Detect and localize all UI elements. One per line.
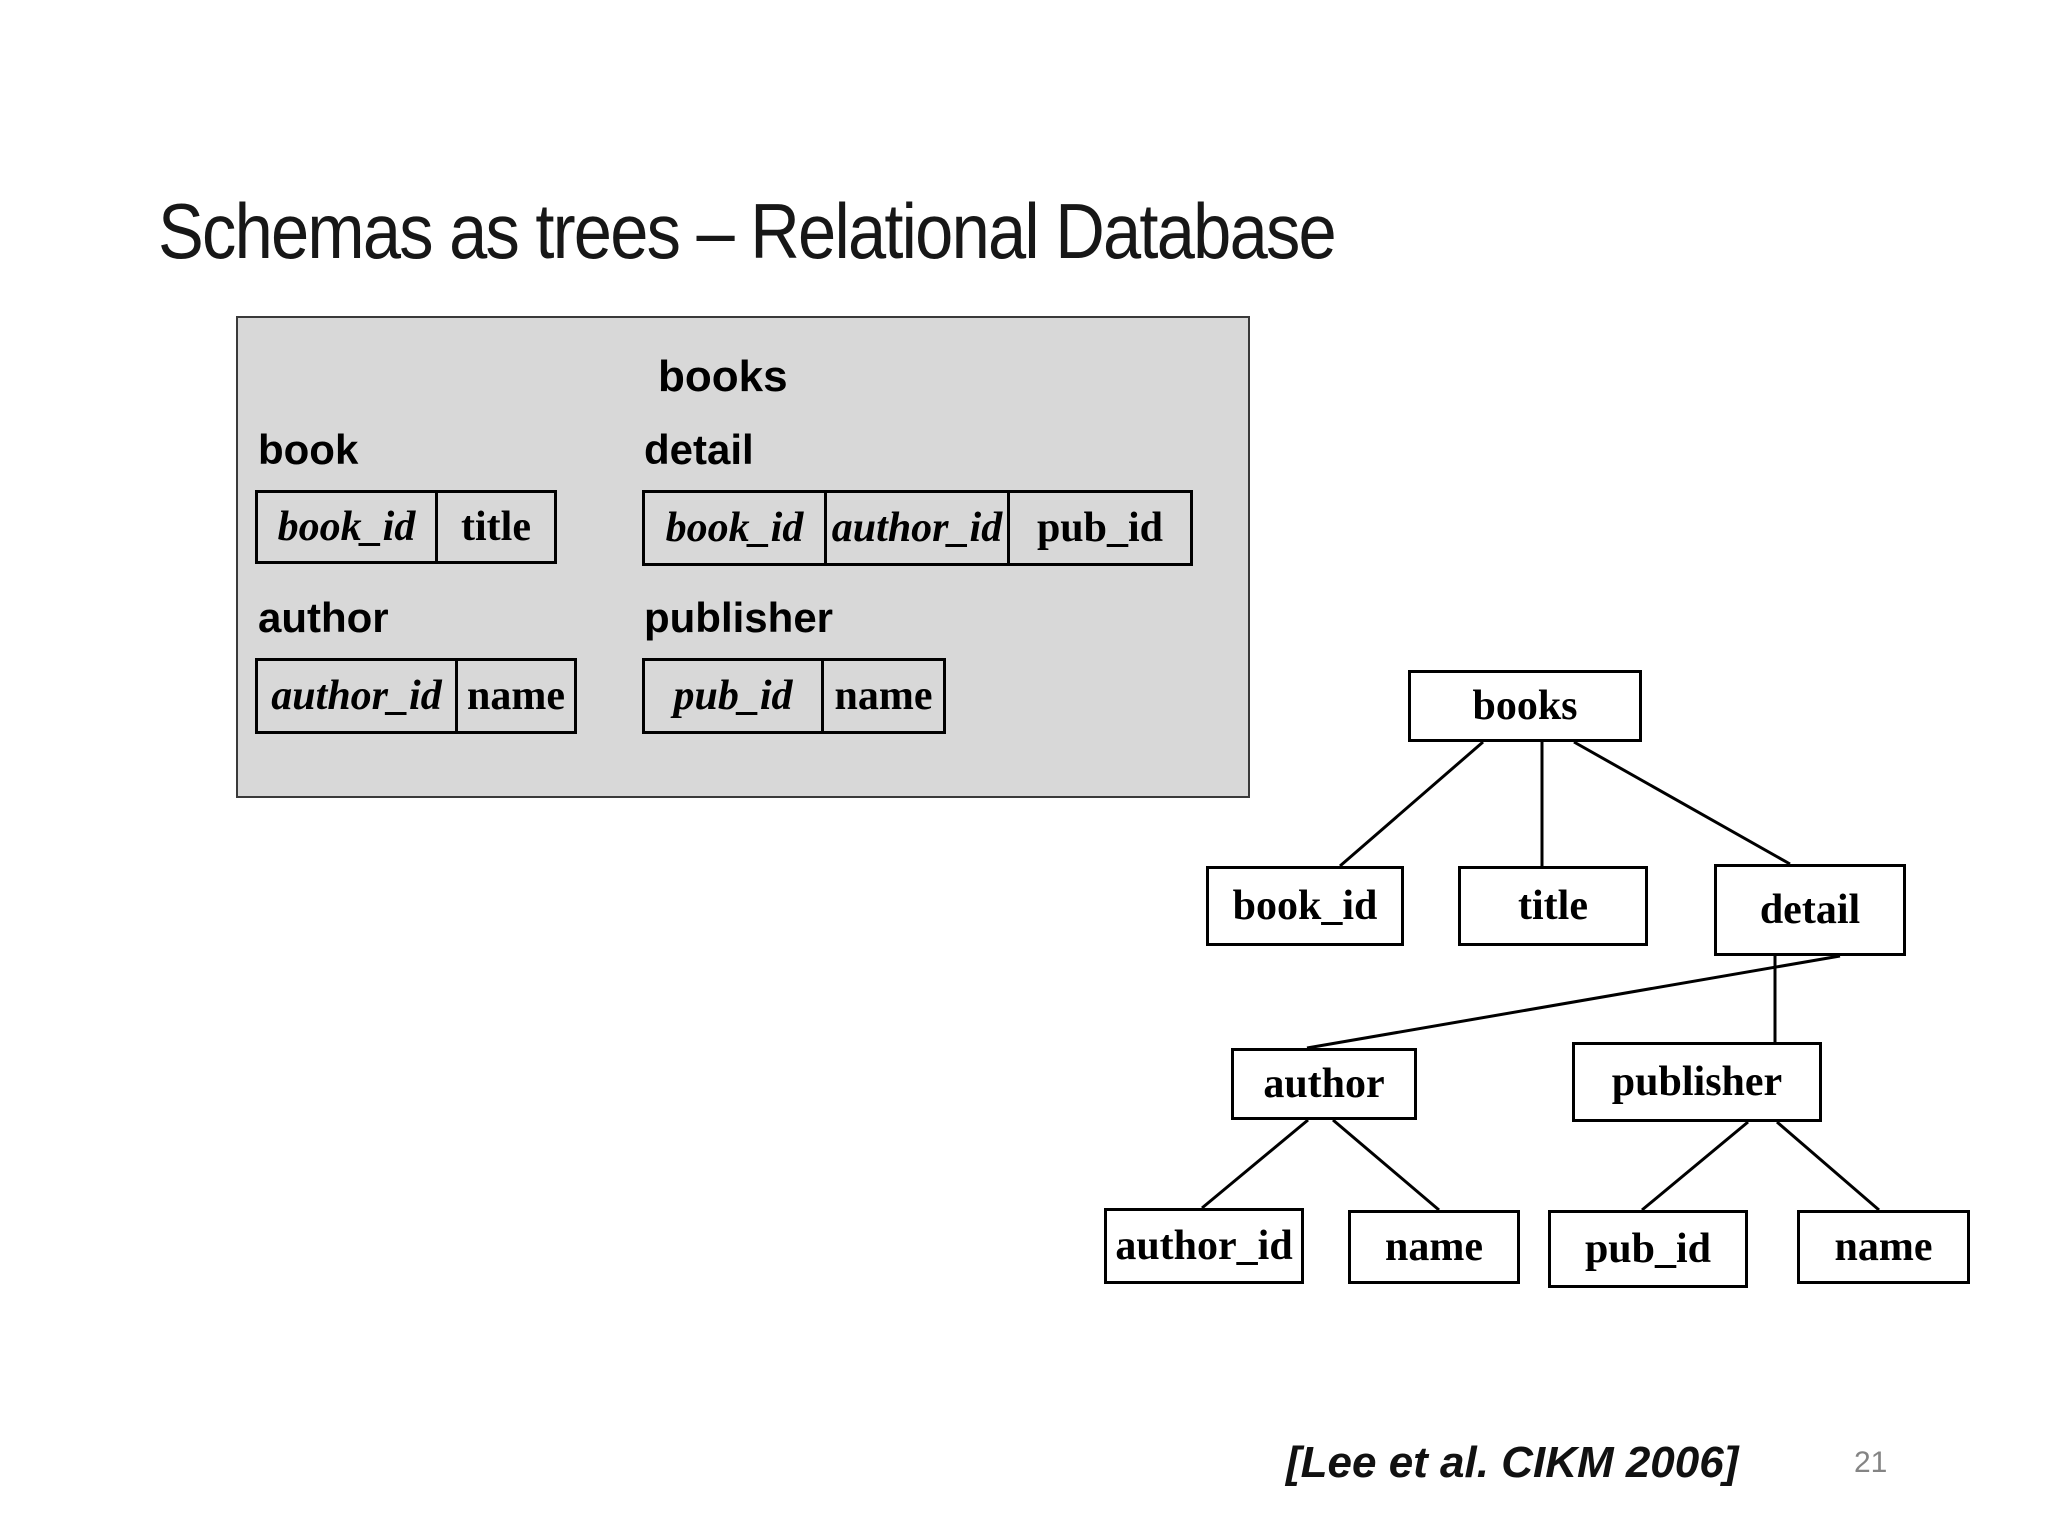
edge-author-author_id: [1201, 1118, 1309, 1210]
tree-node-author_id: author_id: [1104, 1208, 1304, 1284]
column-cell: author_id: [824, 490, 1010, 566]
database-label: books: [658, 352, 788, 401]
tree-node-pub_id: pub_id: [1548, 1210, 1748, 1288]
edge-books-book_id: [1339, 740, 1484, 868]
table-author: author_id name: [255, 658, 577, 734]
tree-node-title: title: [1458, 866, 1648, 946]
page-title: Schemas as trees – Relational Database: [158, 187, 1337, 275]
edge-publisher-name: [1776, 1120, 1880, 1212]
tree-node-book_id: book_id: [1206, 866, 1404, 946]
table-label-author: author: [258, 594, 389, 641]
tree-node-publisher: publisher: [1572, 1042, 1822, 1122]
tree-node-detail: detail: [1714, 864, 1906, 956]
table-label-publisher: publisher: [644, 594, 834, 641]
tree-node-books: books: [1408, 670, 1642, 742]
tree-node-author: author: [1231, 1048, 1417, 1120]
table-book: book_id title: [255, 490, 557, 564]
tree-node-name-publisher: name: [1797, 1210, 1970, 1284]
edge-books-detail: [1573, 740, 1791, 866]
column-cell: book_id: [642, 490, 827, 566]
table-publisher: pub_id name: [642, 658, 946, 734]
column-cell: book_id: [255, 490, 438, 564]
column-cell: name: [455, 658, 577, 734]
table-label-detail: detail: [644, 426, 754, 473]
edge-publisher-pub_id: [1641, 1120, 1749, 1212]
column-cell: name: [821, 658, 946, 734]
column-cell: author_id: [255, 658, 458, 734]
column-cell: title: [435, 490, 557, 564]
column-cell: pub_id: [1007, 490, 1193, 566]
column-cell: pub_id: [642, 658, 824, 734]
tree-node-name-author: name: [1348, 1210, 1520, 1284]
edge-author-name: [1332, 1118, 1440, 1212]
schema-panel: books book detail book_id title book_id …: [236, 316, 1250, 798]
citation-text: [Lee et al. CIKM 2006]: [1286, 1438, 1739, 1487]
edge-detail-author: [1306, 954, 1841, 1050]
table-detail: book_id author_id pub_id: [642, 490, 1193, 566]
table-label-book: book: [258, 426, 359, 473]
page-number: 21: [1854, 1446, 1888, 1479]
